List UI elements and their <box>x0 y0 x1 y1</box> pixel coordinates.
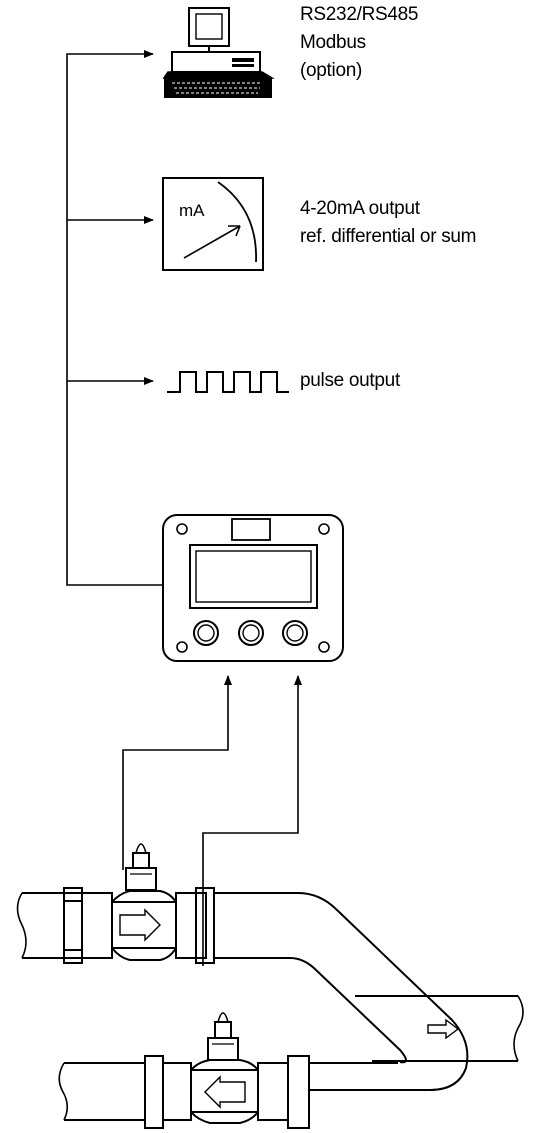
serial-output-label-line2: Modbus <box>300 32 366 53</box>
analog-output-label-line1: 4-20mA output <box>300 198 420 219</box>
pipework <box>16 892 524 1121</box>
turbine-flowmeter-icon <box>144 1012 310 1129</box>
flow-computer-display-icon <box>162 514 344 662</box>
outlet-flow-arrow <box>427 1018 460 1040</box>
signal-bus <box>66 50 163 586</box>
meter-unit-label: mA <box>179 201 205 220</box>
milliamp-meter-icon: mA <box>162 177 264 271</box>
display-button <box>238 620 264 646</box>
computer-icon <box>162 7 275 98</box>
turbine-flowmeter-icon <box>63 843 215 964</box>
serial-output-label-line3: (option) <box>300 60 363 81</box>
pulse-output-label: pulse output <box>300 370 400 391</box>
sensor-signal-lines <box>122 675 302 966</box>
serial-output-label-line1: RS232/RS485 <box>300 4 419 25</box>
pulse-waveform-icon <box>167 371 289 393</box>
analog-output-label-line2: ref. differential or sum <box>300 226 477 247</box>
display-button <box>282 620 308 646</box>
display-button <box>193 620 219 646</box>
